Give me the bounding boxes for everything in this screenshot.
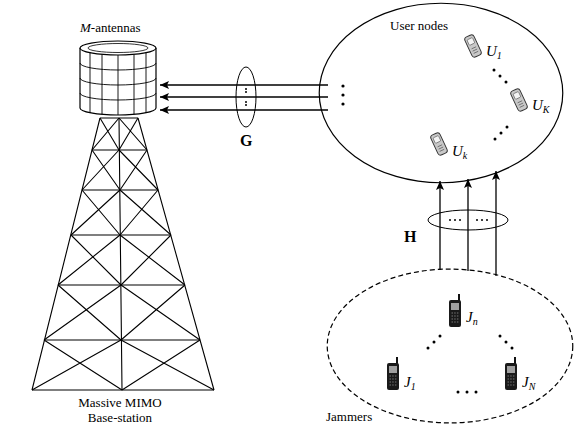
jammer-label: J1 [404, 374, 416, 395]
jammer-label: JN [522, 374, 535, 395]
station-label: Massive MIMO Base-station [62, 395, 178, 425]
phone-icon [462, 32, 484, 60]
channel-arrow [160, 84, 328, 85]
user-phone: Uk [428, 128, 484, 164]
region-outline [326, 268, 574, 424]
user-region: User nodesU1UK Uk [318, 2, 564, 184]
user-phone: U1 [462, 30, 512, 64]
jammer-region: Jammers JnJ1 JN [326, 268, 574, 424]
antenna-array: M-antennas [76, 20, 160, 118]
channel-arrow [160, 96, 328, 97]
region-label: User nodes [390, 18, 448, 33]
region-label: Jammers [326, 409, 372, 424]
jammer-label: Jn [466, 309, 478, 330]
node-label: M-antennas [80, 20, 141, 35]
user-label: U1 [486, 43, 502, 64]
phone-icon [428, 130, 450, 158]
handset-icon [503, 357, 519, 391]
antenna-cylinder [76, 38, 160, 118]
user-label: Uk [452, 143, 467, 164]
user-label: UK [532, 97, 550, 118]
lattice-tower [32, 118, 214, 390]
jammer-phone: J1 [385, 355, 435, 397]
handset-icon [447, 294, 463, 328]
channel-arrow [467, 179, 468, 271]
channel-label: G [240, 132, 252, 150]
ellipsis-dots [341, 69, 513, 394]
channel-arrow [495, 171, 496, 276]
user-phone: UK [508, 84, 552, 118]
channel-arrow [160, 109, 328, 110]
jammer-phone: JN [503, 355, 547, 397]
phone-icon [508, 86, 530, 114]
handset-icon [385, 357, 401, 391]
channel-arrow [439, 181, 440, 270]
channel-label: H [404, 228, 416, 246]
jammer-phone: Jn [447, 292, 495, 332]
